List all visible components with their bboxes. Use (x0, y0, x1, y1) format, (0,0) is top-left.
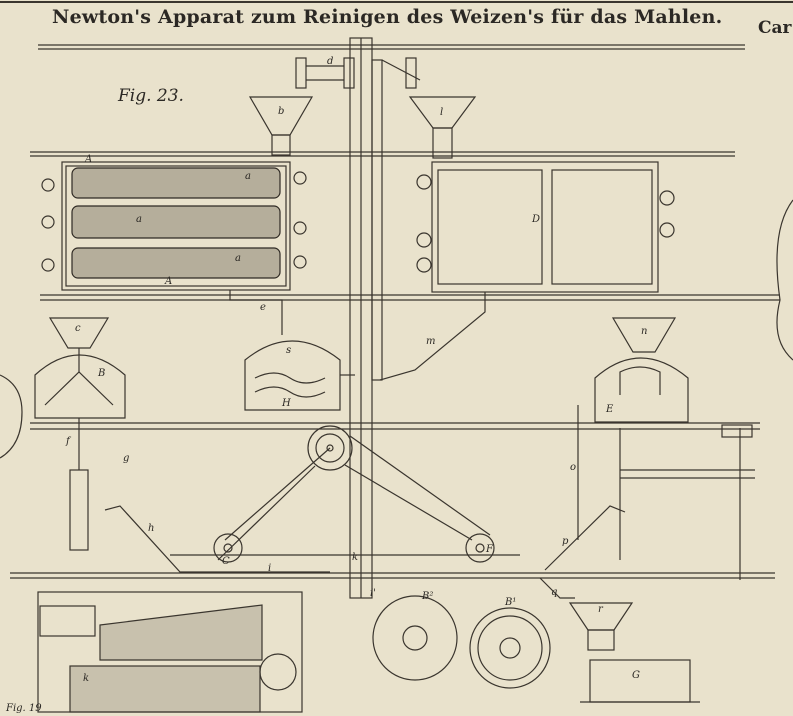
label-q: q (551, 587, 558, 598)
label-G: G (632, 670, 640, 681)
spiked-wheel-F (465, 533, 495, 563)
label-a1: a (245, 171, 251, 182)
label-E: E (606, 404, 614, 415)
label-d: d (327, 56, 334, 67)
disc-B2 (372, 595, 458, 681)
hopper-b (248, 96, 314, 156)
pipe-e (229, 290, 283, 335)
label-o: o (570, 462, 577, 473)
machine-G (539, 577, 700, 703)
label-A-bottom: A (165, 276, 173, 287)
label-b: b (278, 106, 285, 117)
label-a3: a (235, 253, 241, 264)
label-i-prime: i' (370, 588, 376, 599)
label-l: l (440, 107, 444, 118)
spiked-wheel-C (213, 533, 243, 563)
label-D: D (532, 214, 541, 225)
label-k-drum: k (83, 673, 90, 684)
label-h: h (148, 523, 155, 534)
right-gearing (619, 424, 755, 580)
label-B2: B² (422, 591, 434, 602)
label-e: e (260, 302, 266, 313)
top-pulleys (295, 57, 421, 89)
partial-wheel-left (0, 374, 23, 459)
label-B: B (98, 368, 106, 379)
figure-label-main: Fig. 23. (118, 86, 184, 106)
label-m: m (426, 336, 436, 347)
main-vertical-shaft (349, 37, 383, 599)
label-C: C (222, 556, 230, 567)
label-c: c (75, 323, 81, 334)
label-a2: a (136, 214, 142, 225)
label-n: n (641, 326, 648, 337)
scourer-H (244, 340, 355, 411)
plate-title: Newton's Apparat zum Reinigen des Weizen… (52, 6, 723, 28)
label-A-top: A (85, 154, 93, 165)
label-k-shaft: k (352, 552, 359, 563)
label-r: r (598, 604, 603, 615)
label-f: f (66, 436, 70, 447)
label-B1: B¹ (505, 597, 517, 608)
machine-E (577, 317, 689, 540)
cylinder-frame-A (41, 161, 307, 291)
hopper-l (408, 96, 477, 159)
fig19-detail (37, 591, 303, 713)
dressing-box-D (416, 161, 675, 293)
hopper-c-and-B (34, 317, 126, 551)
figure-label-bottom-left: Fig. 19 (6, 703, 42, 714)
label-i: i (268, 563, 272, 574)
label-H: H (282, 398, 291, 409)
drive-pulley (217, 425, 491, 561)
label-s: s (286, 345, 292, 356)
label-p: p (562, 536, 569, 547)
adjacent-plate-title-fragment: Car (758, 18, 792, 38)
disc-B1 (469, 607, 551, 689)
partial-figure-right (776, 199, 793, 361)
pipe-m (379, 292, 486, 381)
label-F: F (486, 544, 493, 555)
chute-p (544, 505, 626, 571)
floor-beams (10, 44, 780, 579)
label-g: g (123, 453, 130, 464)
trough-h (104, 505, 330, 573)
